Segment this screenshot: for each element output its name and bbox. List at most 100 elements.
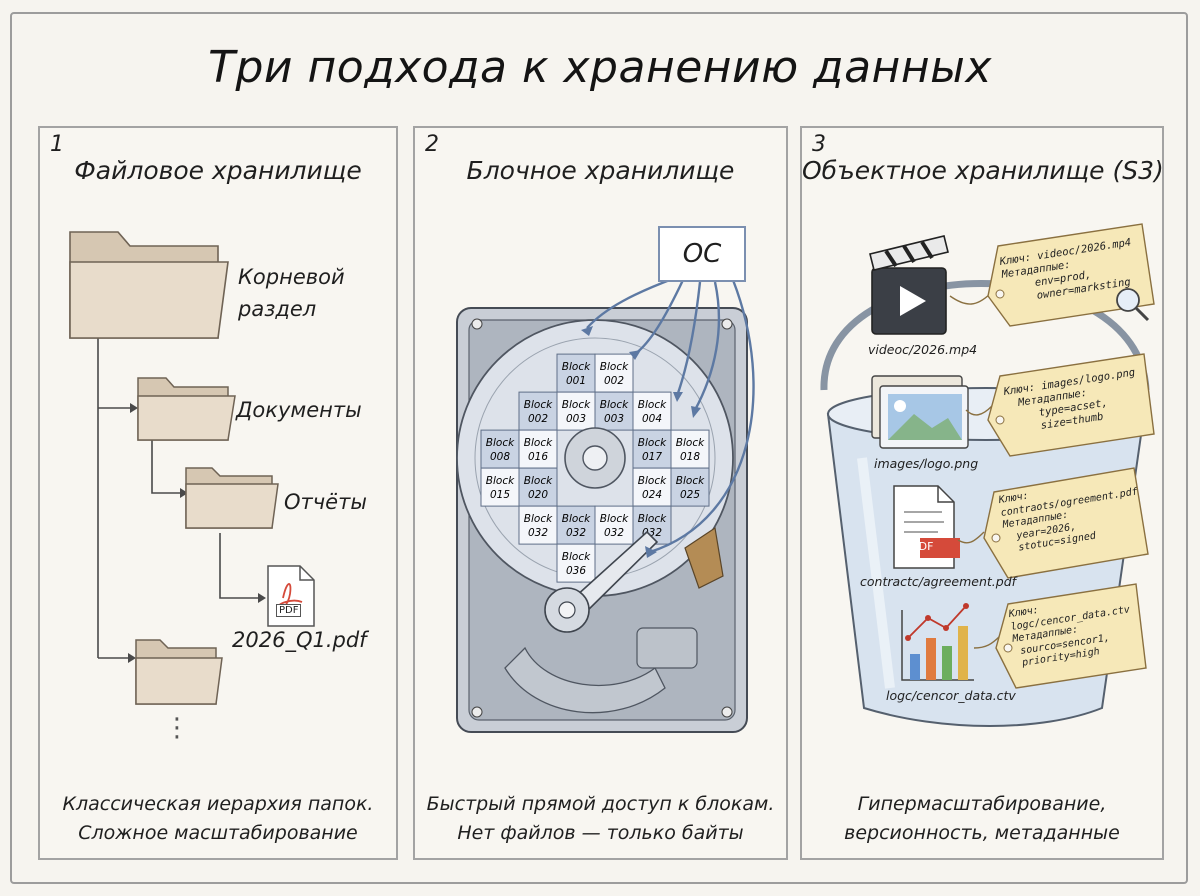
- block-label: Block: [524, 475, 553, 487]
- block-cell: Block 018: [670, 429, 710, 469]
- block-label: Block: [638, 475, 667, 487]
- bucket-handle: [820, 280, 1150, 391]
- tag-hole: [995, 415, 1005, 425]
- object-name-label: contractc/agreement.pdf: [860, 574, 1017, 589]
- pdf-badge: PDF: [912, 540, 934, 553]
- block-cell: Block 032: [594, 505, 634, 545]
- hard-drive-diagram: Block001Block002Block002Block003Block003…: [456, 276, 755, 733]
- pdf-badge: PDF: [276, 604, 302, 617]
- block-label: Block: [486, 437, 515, 449]
- folder-tree-diagram: [69, 231, 315, 705]
- panel-number: 3: [812, 132, 826, 157]
- panel-description: Гипермасштабирование, версионность, мета…: [802, 790, 1162, 848]
- screw-icon: [471, 318, 483, 330]
- block-rect: [556, 543, 596, 583]
- block-number: 016: [528, 451, 548, 463]
- block-label: Block: [562, 513, 591, 525]
- page-title: Три подхода к хранению данных: [208, 42, 992, 93]
- block-grid: Block001Block002Block002Block003Block003…: [480, 353, 710, 583]
- block-rect: [594, 505, 634, 545]
- block-number: 003: [566, 413, 586, 425]
- tag-hole: [1003, 643, 1013, 653]
- block-number: 032: [604, 527, 624, 539]
- block-cell: Block 036: [556, 543, 596, 583]
- block-rect: [632, 467, 672, 507]
- metadata-tag: [987, 223, 1155, 327]
- block-number: 015: [490, 489, 510, 501]
- block-rect: [594, 391, 634, 431]
- outer-frame: [10, 12, 1188, 884]
- file-name-label: 2026_Q1.pdf: [232, 628, 367, 652]
- block-rect: [632, 391, 672, 431]
- panel-number: 1: [50, 132, 64, 157]
- magnifier-icon: [1116, 288, 1150, 322]
- block-cell: Block 003: [556, 391, 596, 431]
- block-number: 020: [528, 489, 548, 501]
- block-cell: Block 003: [594, 391, 634, 431]
- magnet-plate: [504, 646, 666, 714]
- block-number: 018: [680, 451, 700, 463]
- block-number: 003: [604, 413, 624, 425]
- os-box: ОС: [658, 226, 746, 282]
- panel-description: Быстрый прямой доступ к блокам. Нет файл…: [415, 790, 786, 848]
- block-rect: [556, 391, 596, 431]
- reports-folder-label: Отчёты: [284, 490, 367, 514]
- block-label: Block: [600, 513, 629, 525]
- block-rect: [594, 353, 634, 393]
- flex-cable: [684, 526, 724, 589]
- screw-icon: [471, 706, 483, 718]
- description-line-1: Классическая иерархия папок.: [62, 793, 374, 815]
- block-label: Block: [638, 513, 667, 525]
- description-line-1: Гипермасштабирование,: [857, 793, 1107, 815]
- panel-number: 2: [425, 132, 439, 157]
- screw-icon: [721, 706, 733, 718]
- block-number: 032: [566, 527, 586, 539]
- description-line-2: Нет файлов — только байты: [457, 822, 744, 844]
- panel-title: Блочное хранилище: [466, 156, 735, 185]
- block-label: Block: [638, 399, 667, 411]
- block-cell: Block 016: [518, 429, 558, 469]
- block-label: Block: [524, 513, 553, 525]
- bucket-highlight: [857, 457, 895, 689]
- block-label: Block: [676, 475, 705, 487]
- chart-icon: [901, 603, 974, 681]
- block-rect: [670, 429, 710, 469]
- root-folder-icon: [69, 231, 229, 339]
- description-line-1: Быстрый прямой доступ к блокам.: [426, 793, 775, 815]
- block-rect: [480, 467, 520, 507]
- video-clapper-icon: [869, 235, 949, 335]
- screw-icon: [721, 318, 733, 330]
- block-label: Block: [676, 437, 705, 449]
- actuator-pivot-hub: [558, 601, 576, 619]
- metadata-tags: [983, 223, 1155, 689]
- panel-file-storage: 1 Файловое хранилище: [38, 126, 398, 860]
- block-rect: [518, 467, 558, 507]
- block-number: 036: [566, 565, 586, 577]
- panel-object-storage: 3 Объектное хранилище (S3): [800, 126, 1164, 860]
- document-icon: [893, 485, 960, 569]
- block-rect: [556, 353, 596, 393]
- block-label: Block: [638, 437, 667, 449]
- block-number: 002: [604, 375, 624, 387]
- block-rect: [518, 429, 558, 469]
- block-label: Block: [600, 399, 629, 411]
- block-number: 004: [642, 413, 662, 425]
- object-name-label: images/logo.png: [874, 456, 979, 471]
- panel-title: Файловое хранилище: [74, 156, 362, 185]
- block-number: 024: [642, 489, 662, 501]
- block-label: Block: [562, 551, 591, 563]
- block-label: Block: [562, 399, 591, 411]
- more-items-icon: ⋮: [164, 713, 190, 743]
- root-folder-label: Корневой раздел: [238, 265, 345, 321]
- metadata-tag: [995, 583, 1147, 689]
- block-label: Block: [524, 437, 553, 449]
